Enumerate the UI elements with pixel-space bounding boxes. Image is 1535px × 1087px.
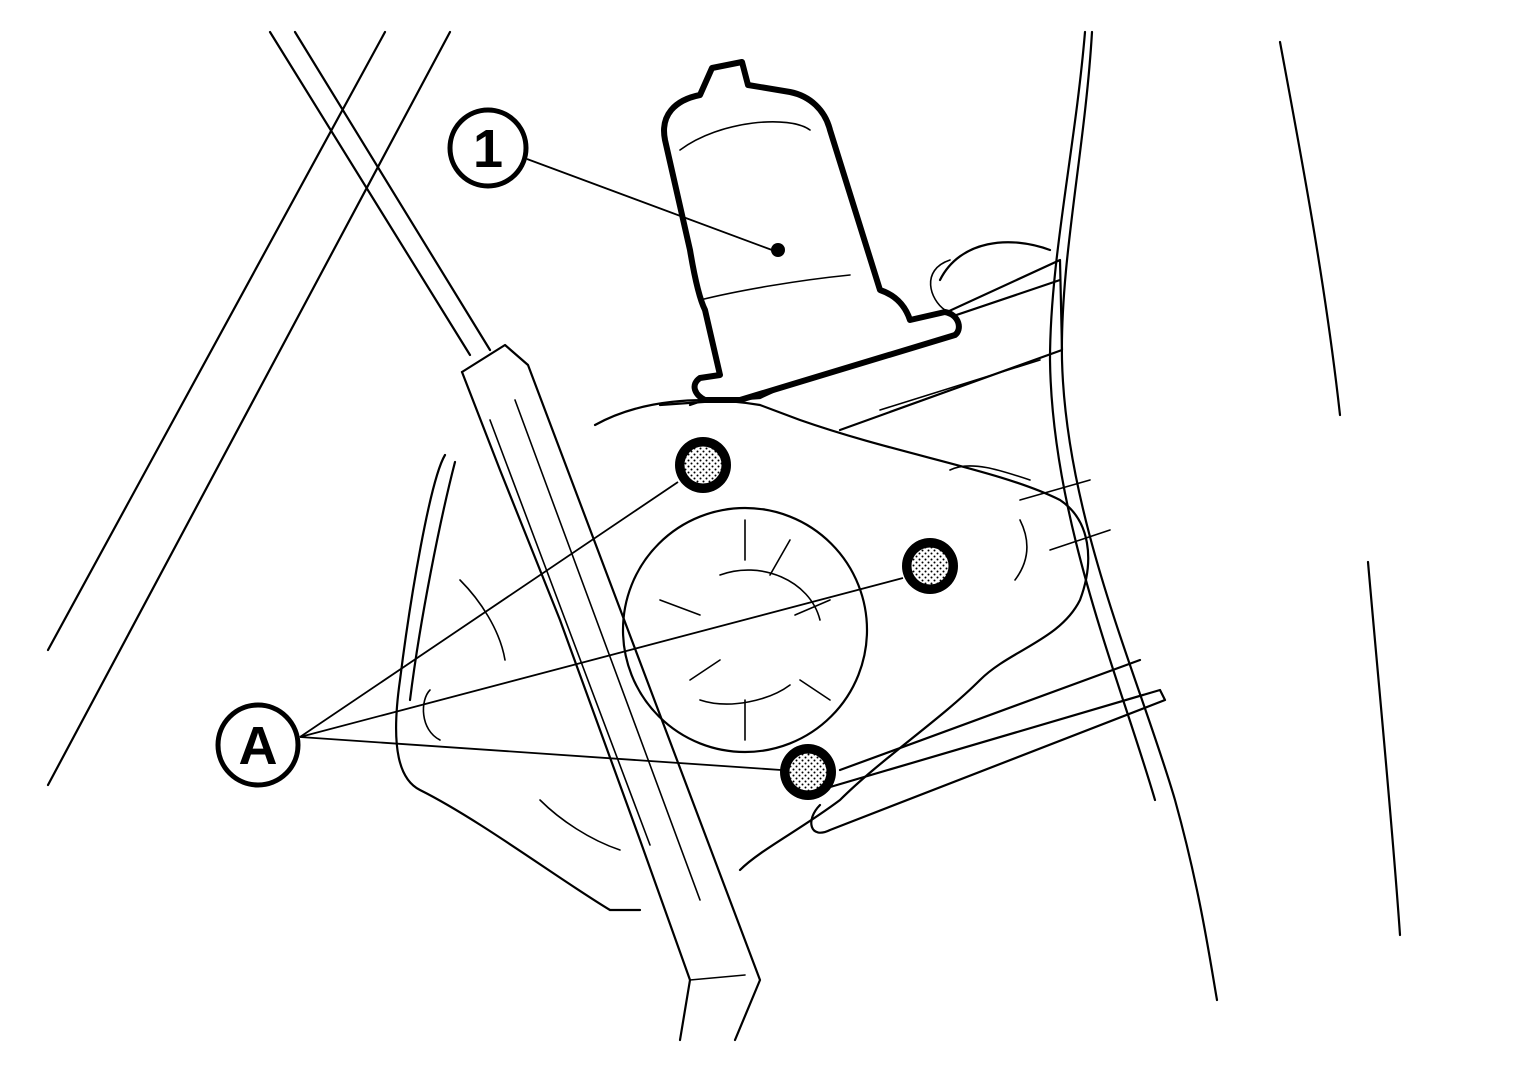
window-motor [661,59,962,403]
regulator-plate [394,241,1167,912]
gear-drum [422,506,869,851]
callout-A: A [215,702,301,788]
bolt-upper-left [675,437,731,493]
callout-1-label: 1 [473,119,503,179]
bolt-lower [780,744,836,800]
callout-1: 1 [447,107,529,189]
motor-reference-dot [771,243,785,257]
callout-A-label: A [239,716,278,776]
bolt-right [902,538,958,594]
regulator-rail [268,30,762,1042]
door-frame-lines [46,30,1402,1002]
leader-lines [299,158,904,771]
